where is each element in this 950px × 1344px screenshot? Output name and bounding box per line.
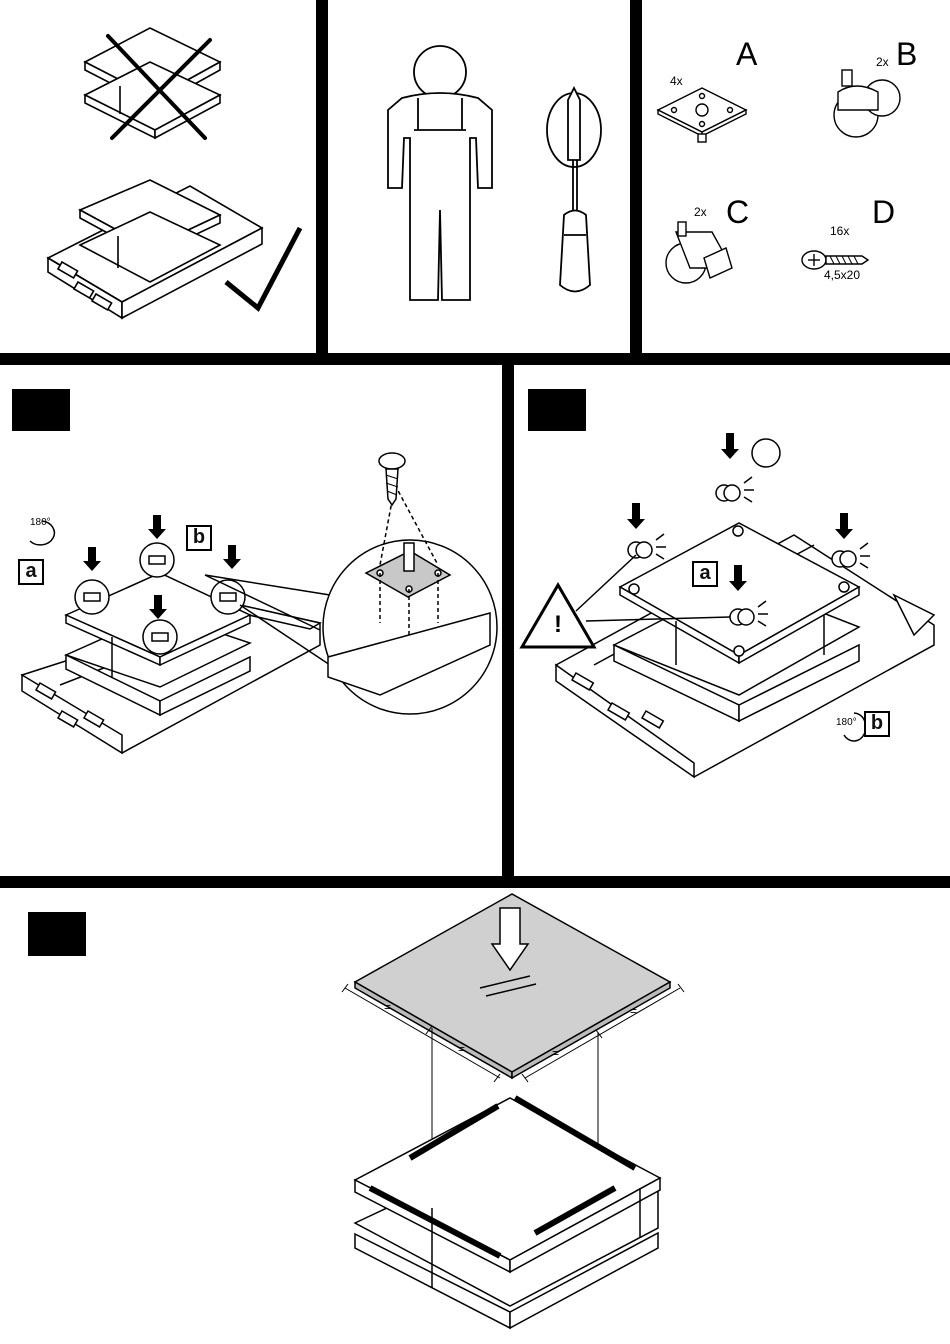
part-c-caster-icon — [666, 222, 732, 283]
part-d-size: 4,5x20 — [824, 268, 860, 282]
part-b-letter: B — [896, 36, 917, 73]
label-b: b — [186, 525, 212, 551]
ear-icon — [752, 439, 780, 467]
panel-step-attach-casters: ! a b 180° — [514, 365, 950, 876]
part-b-caster-icon — [834, 70, 900, 137]
attach-plates-illustration — [0, 365, 502, 876]
label-a: a — [18, 559, 44, 585]
rotate-label: 180° — [836, 717, 857, 728]
panel-parts-list: A 4x B 2x C 2x D 16x 4,5x20 — [642, 0, 950, 353]
attach-casters-illustration — [514, 365, 950, 876]
part-c-qty: 2x — [694, 205, 707, 219]
place-top-illustration — [0, 888, 950, 1344]
part-d-screw-icon — [802, 251, 868, 269]
dimension-equal-3: = — [552, 1046, 559, 1060]
divider-horizontal-2 — [0, 876, 950, 888]
person-icon — [388, 93, 492, 300]
panel-tools — [328, 0, 630, 353]
part-d-letter: D — [872, 194, 895, 231]
panel-step-place-top: = = = = — [0, 888, 950, 1344]
warning-mark: ! — [554, 611, 562, 639]
divider-middle-vertical — [502, 365, 514, 877]
label-a: a — [692, 561, 718, 587]
dimension-equal-4: = — [630, 1004, 637, 1018]
dimension-equal-1: = — [384, 1000, 391, 1014]
screw-icon — [379, 453, 405, 505]
panel-step-attach-plates: 180° a b — [0, 365, 502, 876]
divider-top-vertical-1 — [316, 0, 328, 354]
person-tools-illustration — [328, 0, 630, 353]
part-c-letter: C — [726, 194, 749, 231]
label-b: b — [864, 711, 890, 737]
divider-horizontal-1 — [0, 353, 950, 365]
rotate-label: 180° — [30, 517, 51, 528]
part-a-letter: A — [736, 36, 757, 73]
surface-illustration — [0, 0, 316, 353]
part-a-qty: 4x — [670, 74, 683, 88]
dimension-equal-2: = — [458, 1042, 465, 1056]
part-b-qty: 2x — [876, 55, 889, 69]
panel-assembly-surface — [0, 0, 316, 353]
divider-top-vertical-2 — [630, 0, 642, 354]
part-d-qty: 16x — [830, 224, 849, 238]
person-head-icon — [414, 46, 466, 98]
